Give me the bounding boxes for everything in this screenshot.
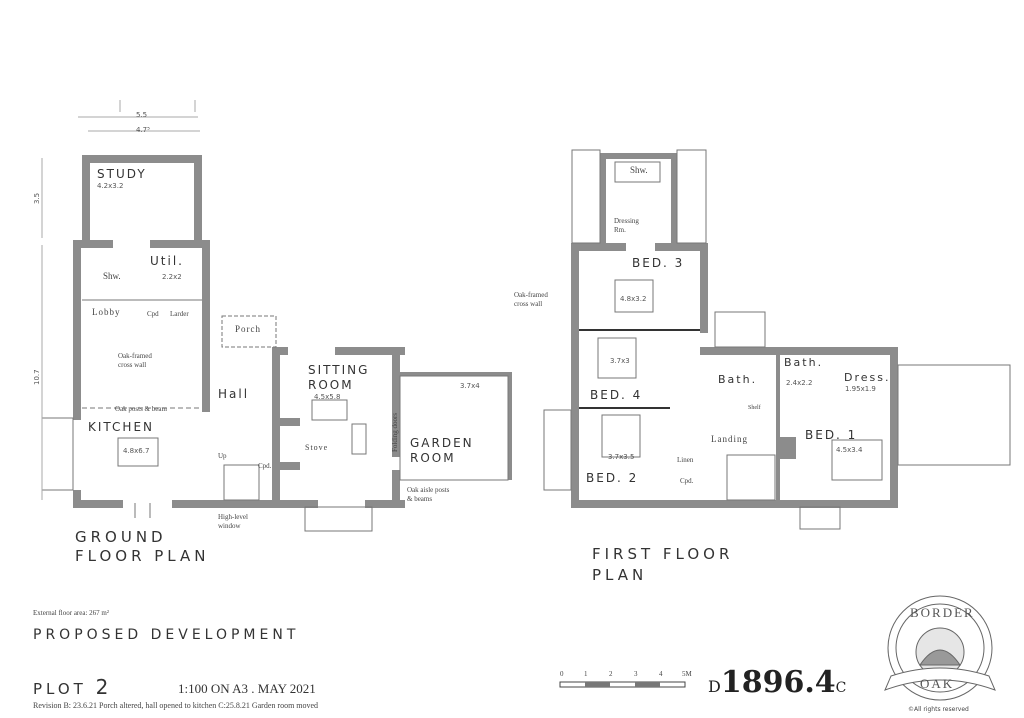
room-utility: Util. <box>150 254 184 268</box>
drawing-prefix: D <box>708 677 721 696</box>
drawing-number: D1896.4C <box>708 668 846 698</box>
room-study: STUDY <box>97 167 147 181</box>
logo-text-oak: OAK <box>920 676 955 691</box>
ff-dressing-2: Rm. <box>614 226 626 234</box>
room-larder: Larder <box>170 310 189 318</box>
scale-bar <box>559 681 686 688</box>
border-oak-logo <box>884 595 996 701</box>
note-window-1: High-level <box>218 513 248 521</box>
scale-date: 1:100 ON A3 . MAY 2021 <box>178 681 316 696</box>
note-aisle-1: Oak aisle posts <box>407 486 450 494</box>
bed-3-size: 4.8x3.2 <box>620 295 647 303</box>
ground-floor-walls <box>73 155 512 508</box>
floor-area: External floor area: 267 m² <box>33 609 109 617</box>
drawing-number-main: 1896.4 <box>720 665 836 700</box>
note-aisle-2: & beams <box>407 495 433 503</box>
note-posts: Oak posts & beam <box>115 405 167 413</box>
plot-word: PLOT <box>33 680 87 698</box>
ground-floor-title-2: FLOOR PLAN <box>75 547 210 565</box>
stove-label: Stove <box>305 443 329 452</box>
room-dress: Dress. <box>844 371 891 384</box>
plot-number: 2 <box>95 675 113 699</box>
note-window-2: window <box>218 522 241 530</box>
room-sitting-1: SITTING <box>308 363 370 377</box>
revision-note: Revision B: 23.6.21 Porch altered, hall … <box>33 701 319 710</box>
ground-floor-details <box>41 100 509 532</box>
bed-4-size: 3.7x3 <box>610 357 630 365</box>
project-title: PROPOSED DEVELOPMENT <box>33 627 300 643</box>
room-garden-1: GARDEN <box>410 436 474 450</box>
room-kitchen: KITCHEN <box>88 420 154 434</box>
note-cross-wall-2: cross wall <box>118 361 147 369</box>
scale-tick: 4 <box>659 670 663 678</box>
drawing-suffix: C <box>835 680 847 696</box>
scale-tick: 1 <box>584 670 588 678</box>
room-hall-cupboard: Cpd. <box>258 462 272 470</box>
room-cupboard: Cpd <box>147 310 159 318</box>
note-cross-wall-1: Oak-framed <box>118 352 152 360</box>
ff-note-cross-wall-1: Oak-framed <box>514 291 548 299</box>
utility-size: 2.2x2 <box>162 273 182 281</box>
logo-text-border: BORDER <box>910 605 975 620</box>
dim-overall-width: 5.5 <box>136 111 148 119</box>
ff-room-shower: Shw. <box>630 165 648 175</box>
room-porch: Porch <box>235 324 261 334</box>
room-lobby: Lobby <box>92 307 121 317</box>
room-landing: Landing <box>711 434 748 444</box>
bed-2-size: 3.7x3.5 <box>608 453 635 461</box>
dress-size: 1.95x1.9 <box>845 385 876 393</box>
dim-main-depth: 10.7 <box>33 369 41 385</box>
room-bed-4: BED. 4 <box>590 388 643 402</box>
first-floor-title-2: PLAN <box>592 566 648 584</box>
room-bed-1: BED. 1 <box>805 428 858 442</box>
bed-1-size: 4.5x3.4 <box>836 446 863 454</box>
room-ensuite: Bath. <box>784 356 824 369</box>
first-floor-details <box>543 149 1011 530</box>
room-shower: Shw. <box>103 271 121 281</box>
scale-tick: 0 <box>560 670 564 678</box>
ff-note-cross-wall-2: cross wall <box>514 300 543 308</box>
sitting-size: 4.5x5.8 <box>314 393 341 401</box>
room-hall: Hall <box>218 387 250 401</box>
room-sitting-2: ROOM <box>308 378 354 392</box>
study-size: 4.2x3.2 <box>97 182 124 190</box>
plot-label: PLOT 2 <box>33 677 112 697</box>
dim-study-depth: 3.5 <box>33 192 41 204</box>
ff-dressing-1: Dressing <box>614 217 639 225</box>
room-bath: Bath. <box>718 373 758 386</box>
room-garden-2: ROOM <box>410 451 456 465</box>
garden-size: 3.7x4 <box>460 382 480 390</box>
ff-room-cupboard: Cpd. <box>680 477 694 485</box>
scale-tick: 3 <box>634 670 638 678</box>
ensuite-size: 2.4x2.2 <box>786 379 813 387</box>
stairs-up-label: Up <box>218 452 227 460</box>
dim-internal-width: 4.7⁵ <box>136 126 150 134</box>
room-linen: Linen <box>677 456 694 464</box>
kitchen-size: 4.8x6.7 <box>123 447 150 455</box>
scale-tick: 5M <box>682 670 692 678</box>
room-bed-3: BED. 3 <box>632 256 685 270</box>
ground-floor-title-1: GROUND <box>75 528 167 546</box>
scale-tick: 2 <box>609 670 613 678</box>
shelf-label: Shelf <box>748 405 761 411</box>
room-bed-2: BED. 2 <box>586 471 639 485</box>
first-floor-title-1: FIRST FLOOR <box>592 545 734 563</box>
note-folding-doors: Folding doors <box>391 412 399 452</box>
copyright: ©All rights reserved <box>908 706 969 713</box>
first-floor-walls <box>571 153 898 508</box>
